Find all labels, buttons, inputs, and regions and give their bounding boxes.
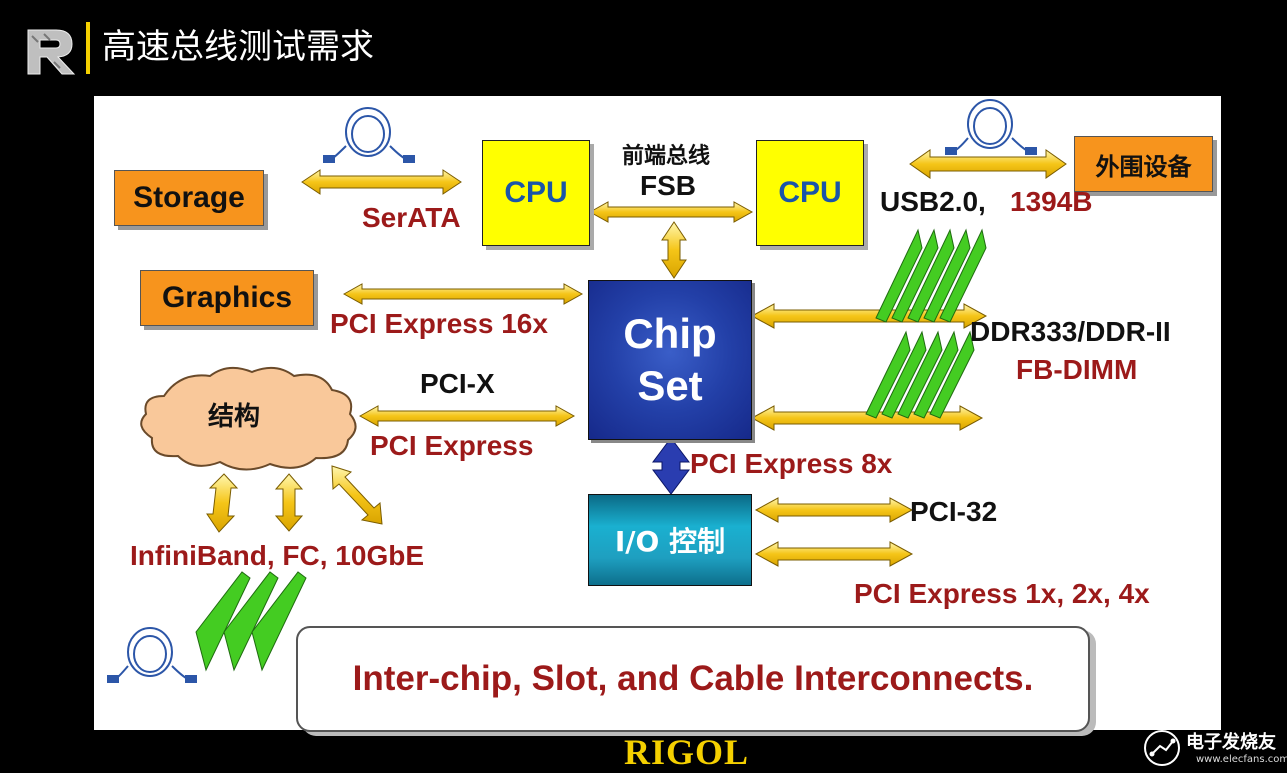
arrow-pcie16 <box>342 283 584 305</box>
arrow-serata <box>301 169 462 195</box>
arrow-fabric-3 <box>331 465 383 525</box>
memory-cards-lower <box>865 330 975 419</box>
cpu-right-box: CPU <box>756 140 864 246</box>
cable-icon-infiniband <box>107 627 197 683</box>
arrow-cpu-chipset <box>661 221 687 279</box>
chipset-label-chip: Chip <box>623 310 717 357</box>
watermark-url: www.elecfans.com <box>1196 754 1287 765</box>
pcix-label: PCI-X <box>420 368 495 399</box>
ddr-label: DDR333/DDR-II <box>970 316 1171 347</box>
pcie124-label: PCI Express 1x, 2x, 4x <box>854 578 1150 609</box>
memory-cards-upper <box>875 228 987 323</box>
rigol-r-logo-icon <box>27 29 76 75</box>
fbdimm-label: FB-DIMM <box>1016 354 1138 385</box>
fsb-cn-label: 前端总线 <box>622 144 711 169</box>
cpu-left-box: CPU <box>482 140 590 246</box>
chipset-label-set: Set <box>637 362 703 409</box>
caption-text: Inter-chip, Slot, and Cable Interconnect… <box>352 659 1034 698</box>
serata-label: SerATA <box>362 202 461 233</box>
io-label: I/O 控制 <box>614 525 726 558</box>
graphics-label: Graphics <box>161 281 293 314</box>
storage-label: Storage <box>133 181 245 214</box>
pcie-label: PCI Express <box>370 430 534 461</box>
diagram-graphics <box>107 99 1067 683</box>
peripheral-box: 外围设备 <box>1074 136 1213 192</box>
fabric-cloud <box>140 366 357 471</box>
graphics-box: Graphics <box>140 270 314 326</box>
pcie8-label: PCI Express 8x <box>690 448 893 479</box>
cable-icon-serata <box>323 107 415 163</box>
caption-box: Inter-chip, Slot, and Cable Interconnect… <box>296 626 1090 732</box>
interface-cards <box>195 571 307 672</box>
usb-label: USB2.0, <box>880 186 986 217</box>
page-title: 高速总线测试需求 <box>102 27 374 67</box>
arrow-fsb <box>588 201 754 223</box>
io-controller-box: I/O 控制 <box>588 494 752 586</box>
ieee1394-label: 1394B <box>1010 186 1093 217</box>
infiniband-label: InfiniBand, FC, 10GbE <box>130 540 425 571</box>
watermark-text: 电子发烧友 <box>1186 732 1276 753</box>
arrow-usb <box>909 149 1067 179</box>
bus-diagram: Storage Graphics 外围设备 CPU CPU 前端总线 FSB S… <box>94 96 1221 730</box>
title-accent-bar <box>86 22 90 74</box>
storage-box: Storage <box>114 170 264 226</box>
arrow-ddr-lower <box>750 405 984 431</box>
fabric-label: 结构 <box>208 402 261 432</box>
rigol-brand: RIGOL <box>624 732 750 772</box>
cable-icon-usb <box>945 99 1037 155</box>
arrow-pci32 <box>754 497 914 523</box>
arrow-fabric-1 <box>206 473 239 533</box>
fsb-label: FSB <box>640 170 696 201</box>
cpu-left-label: CPU <box>504 176 568 209</box>
pci32-label: PCI-32 <box>910 496 998 527</box>
arrow-pcie124 <box>754 541 914 567</box>
chipset-box: Chip Set <box>588 280 752 440</box>
arrow-fabric-2 <box>274 473 304 532</box>
peripheral-label: 外围设备 <box>1095 152 1192 181</box>
cpu-right-label: CPU <box>778 176 842 209</box>
arrow-chipset-io <box>652 437 690 495</box>
arrow-pcix <box>358 405 576 427</box>
watermark-logo-icon <box>1144 730 1180 766</box>
pcie16-label: PCI Express 16x <box>330 308 548 339</box>
